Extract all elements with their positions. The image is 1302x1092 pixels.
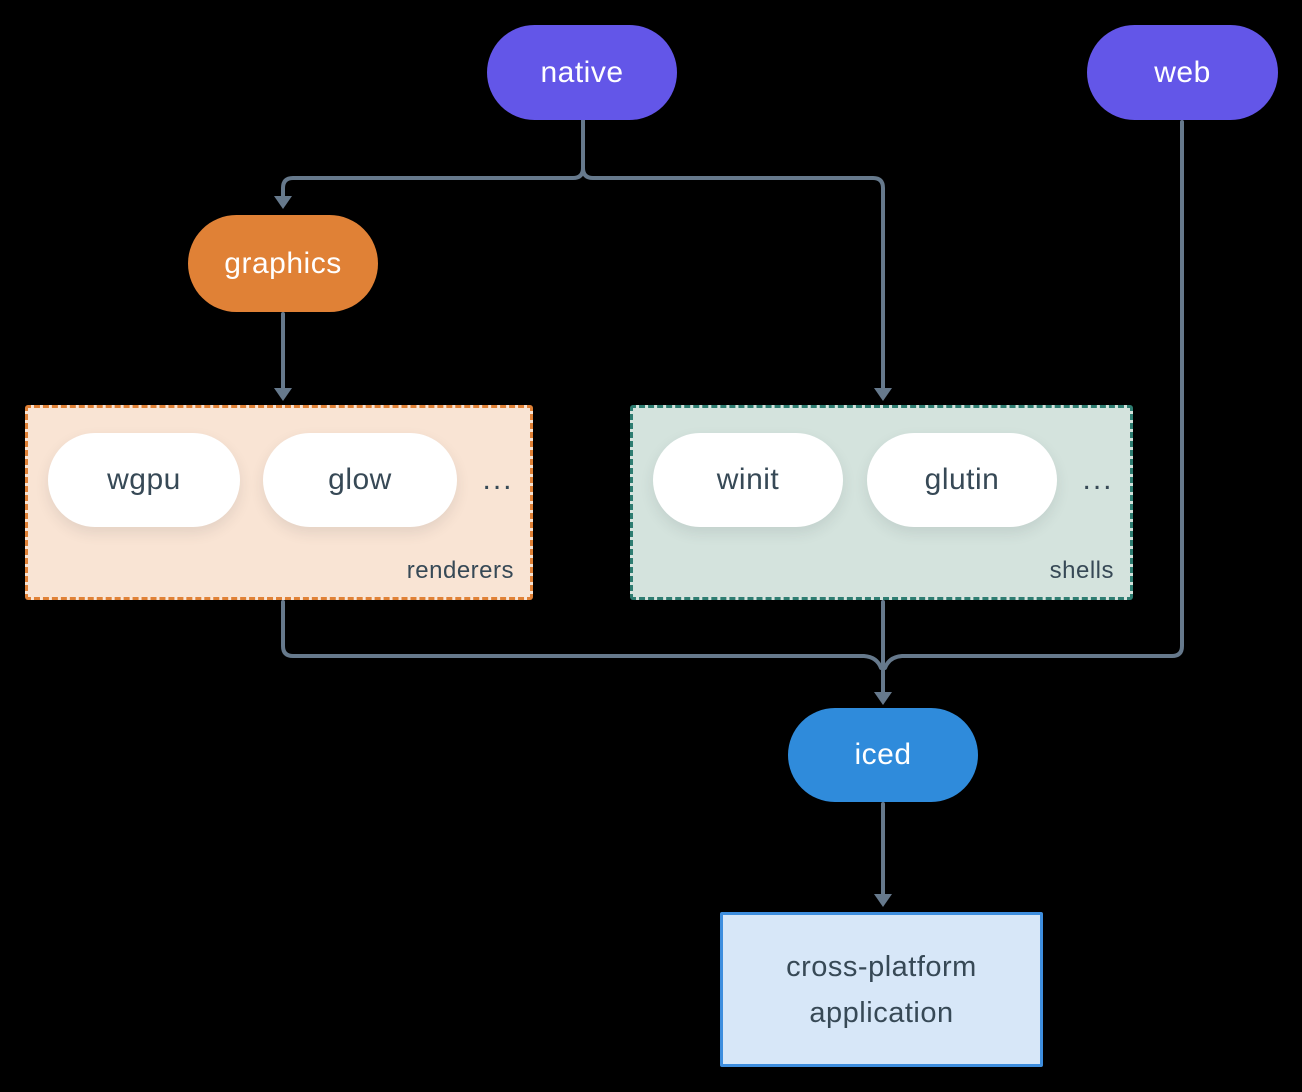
- web-node-label: web: [1154, 55, 1211, 89]
- arrowhead-into-application-icon: [874, 894, 892, 907]
- iced-node-label: iced: [854, 738, 912, 771]
- arrowhead-into-shells-icon: [874, 388, 892, 401]
- renderer-wgpu-node: wgpu: [48, 433, 240, 527]
- edge-renderers-to-iced: [281, 600, 883, 670]
- shell-winit-label: winit: [716, 463, 780, 496]
- shell-winit-node: winit: [653, 433, 843, 527]
- arrowhead-into-graphics-icon: [274, 196, 292, 209]
- iced-node: iced: [788, 708, 978, 802]
- graphics-node: graphics: [188, 215, 378, 312]
- renderer-wgpu-label: wgpu: [107, 463, 181, 496]
- application-label-line1: cross-platform: [786, 950, 977, 983]
- renderer-glow-node: glow: [263, 433, 457, 527]
- renderers-group-label: renderers: [406, 557, 514, 584]
- cross-platform-application-node: cross-platform application: [720, 912, 1043, 1067]
- native-node: native: [487, 25, 677, 120]
- renderers-group: wgpu glow ... renderers: [25, 405, 533, 600]
- application-label-line2: application: [809, 996, 954, 1029]
- arrowhead-into-iced-icon: [874, 692, 892, 705]
- edge-native-to-shells: [581, 119, 885, 391]
- shells-group-label: shells: [1049, 557, 1114, 584]
- edge-web-to-iced: [883, 120, 1184, 670]
- shell-glutin-node: glutin: [867, 433, 1057, 527]
- shell-glutin-label: glutin: [924, 463, 1000, 496]
- renderers-ellipsis: ...: [482, 463, 514, 496]
- edge-native-to-graphics: [281, 119, 585, 198]
- renderer-glow-label: glow: [328, 463, 392, 496]
- native-node-label: native: [540, 55, 624, 89]
- graphics-node-label: graphics: [224, 246, 342, 280]
- web-node: web: [1087, 25, 1278, 120]
- arrowhead-into-renderers-icon: [274, 388, 292, 401]
- shells-ellipsis: ...: [1082, 463, 1114, 496]
- shells-group: winit glutin ... shells: [630, 405, 1133, 600]
